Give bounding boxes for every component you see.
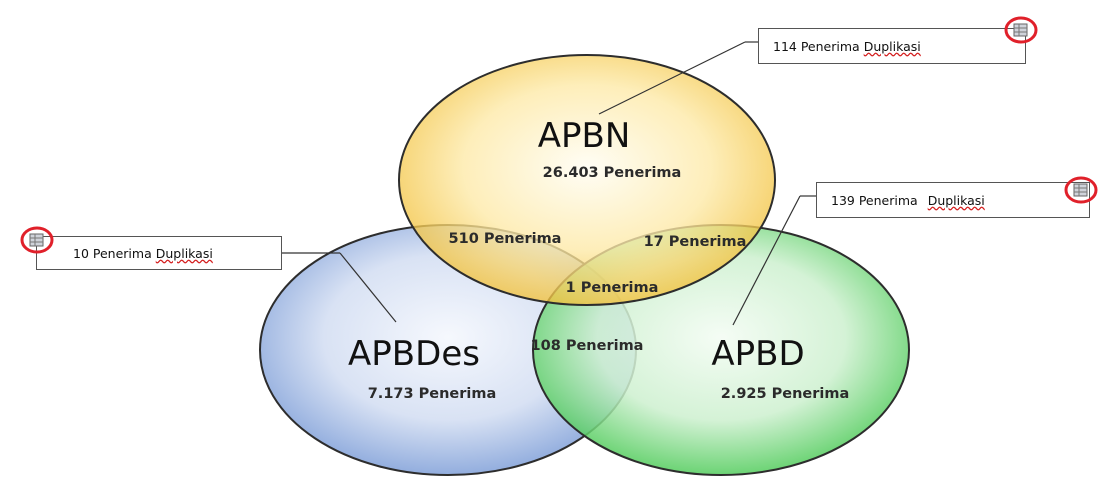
apbd-duplicate-count: 139 Penerima [831, 192, 918, 208]
overlap-apbdes-apbd: 108 Penerima [531, 338, 644, 354]
apbn-duplicate-count: 114 Penerima [773, 38, 860, 54]
overlap-apbn-apbdes: 510 Penerima [449, 231, 562, 247]
apbdes-duplicate-count: 10 Penerima [73, 245, 152, 261]
apbn-count: 26.403 Penerima [543, 165, 682, 181]
apbdes-count: 7.173 Penerima [368, 386, 497, 402]
apbn-duplicate-word: Duplikasi [863, 38, 921, 54]
apbdes-callout-line [339, 252, 397, 323]
apbdes-duplicate-word: Duplikasi [155, 245, 213, 261]
apbn-callout-line [598, 41, 746, 115]
apbd-callout-line [732, 195, 801, 326]
apbd-duplicate-callout: 139 Penerima Duplikasi [816, 182, 1090, 218]
apbn-circle [398, 54, 776, 306]
apbdes-duplicate-callout: 10 Penerima Duplikasi [36, 236, 282, 270]
apbd-label: APBD [711, 334, 804, 374]
table-icon[interactable] [1064, 176, 1098, 204]
apbn-duplicate-callout: 114 Penerima Duplikasi [758, 28, 1026, 64]
apbn-label: APBN [538, 116, 631, 156]
apbdes-label: APBDes [348, 334, 480, 374]
table-icon[interactable] [20, 226, 54, 254]
table-icon[interactable] [1004, 16, 1038, 44]
overlap-apbn-apbd: 17 Penerima [644, 234, 747, 250]
apbd-count: 2.925 Penerima [721, 386, 850, 402]
apbd-duplicate-word: Duplikasi [927, 192, 985, 208]
overlap-all-three: 1 Penerima [566, 280, 659, 296]
